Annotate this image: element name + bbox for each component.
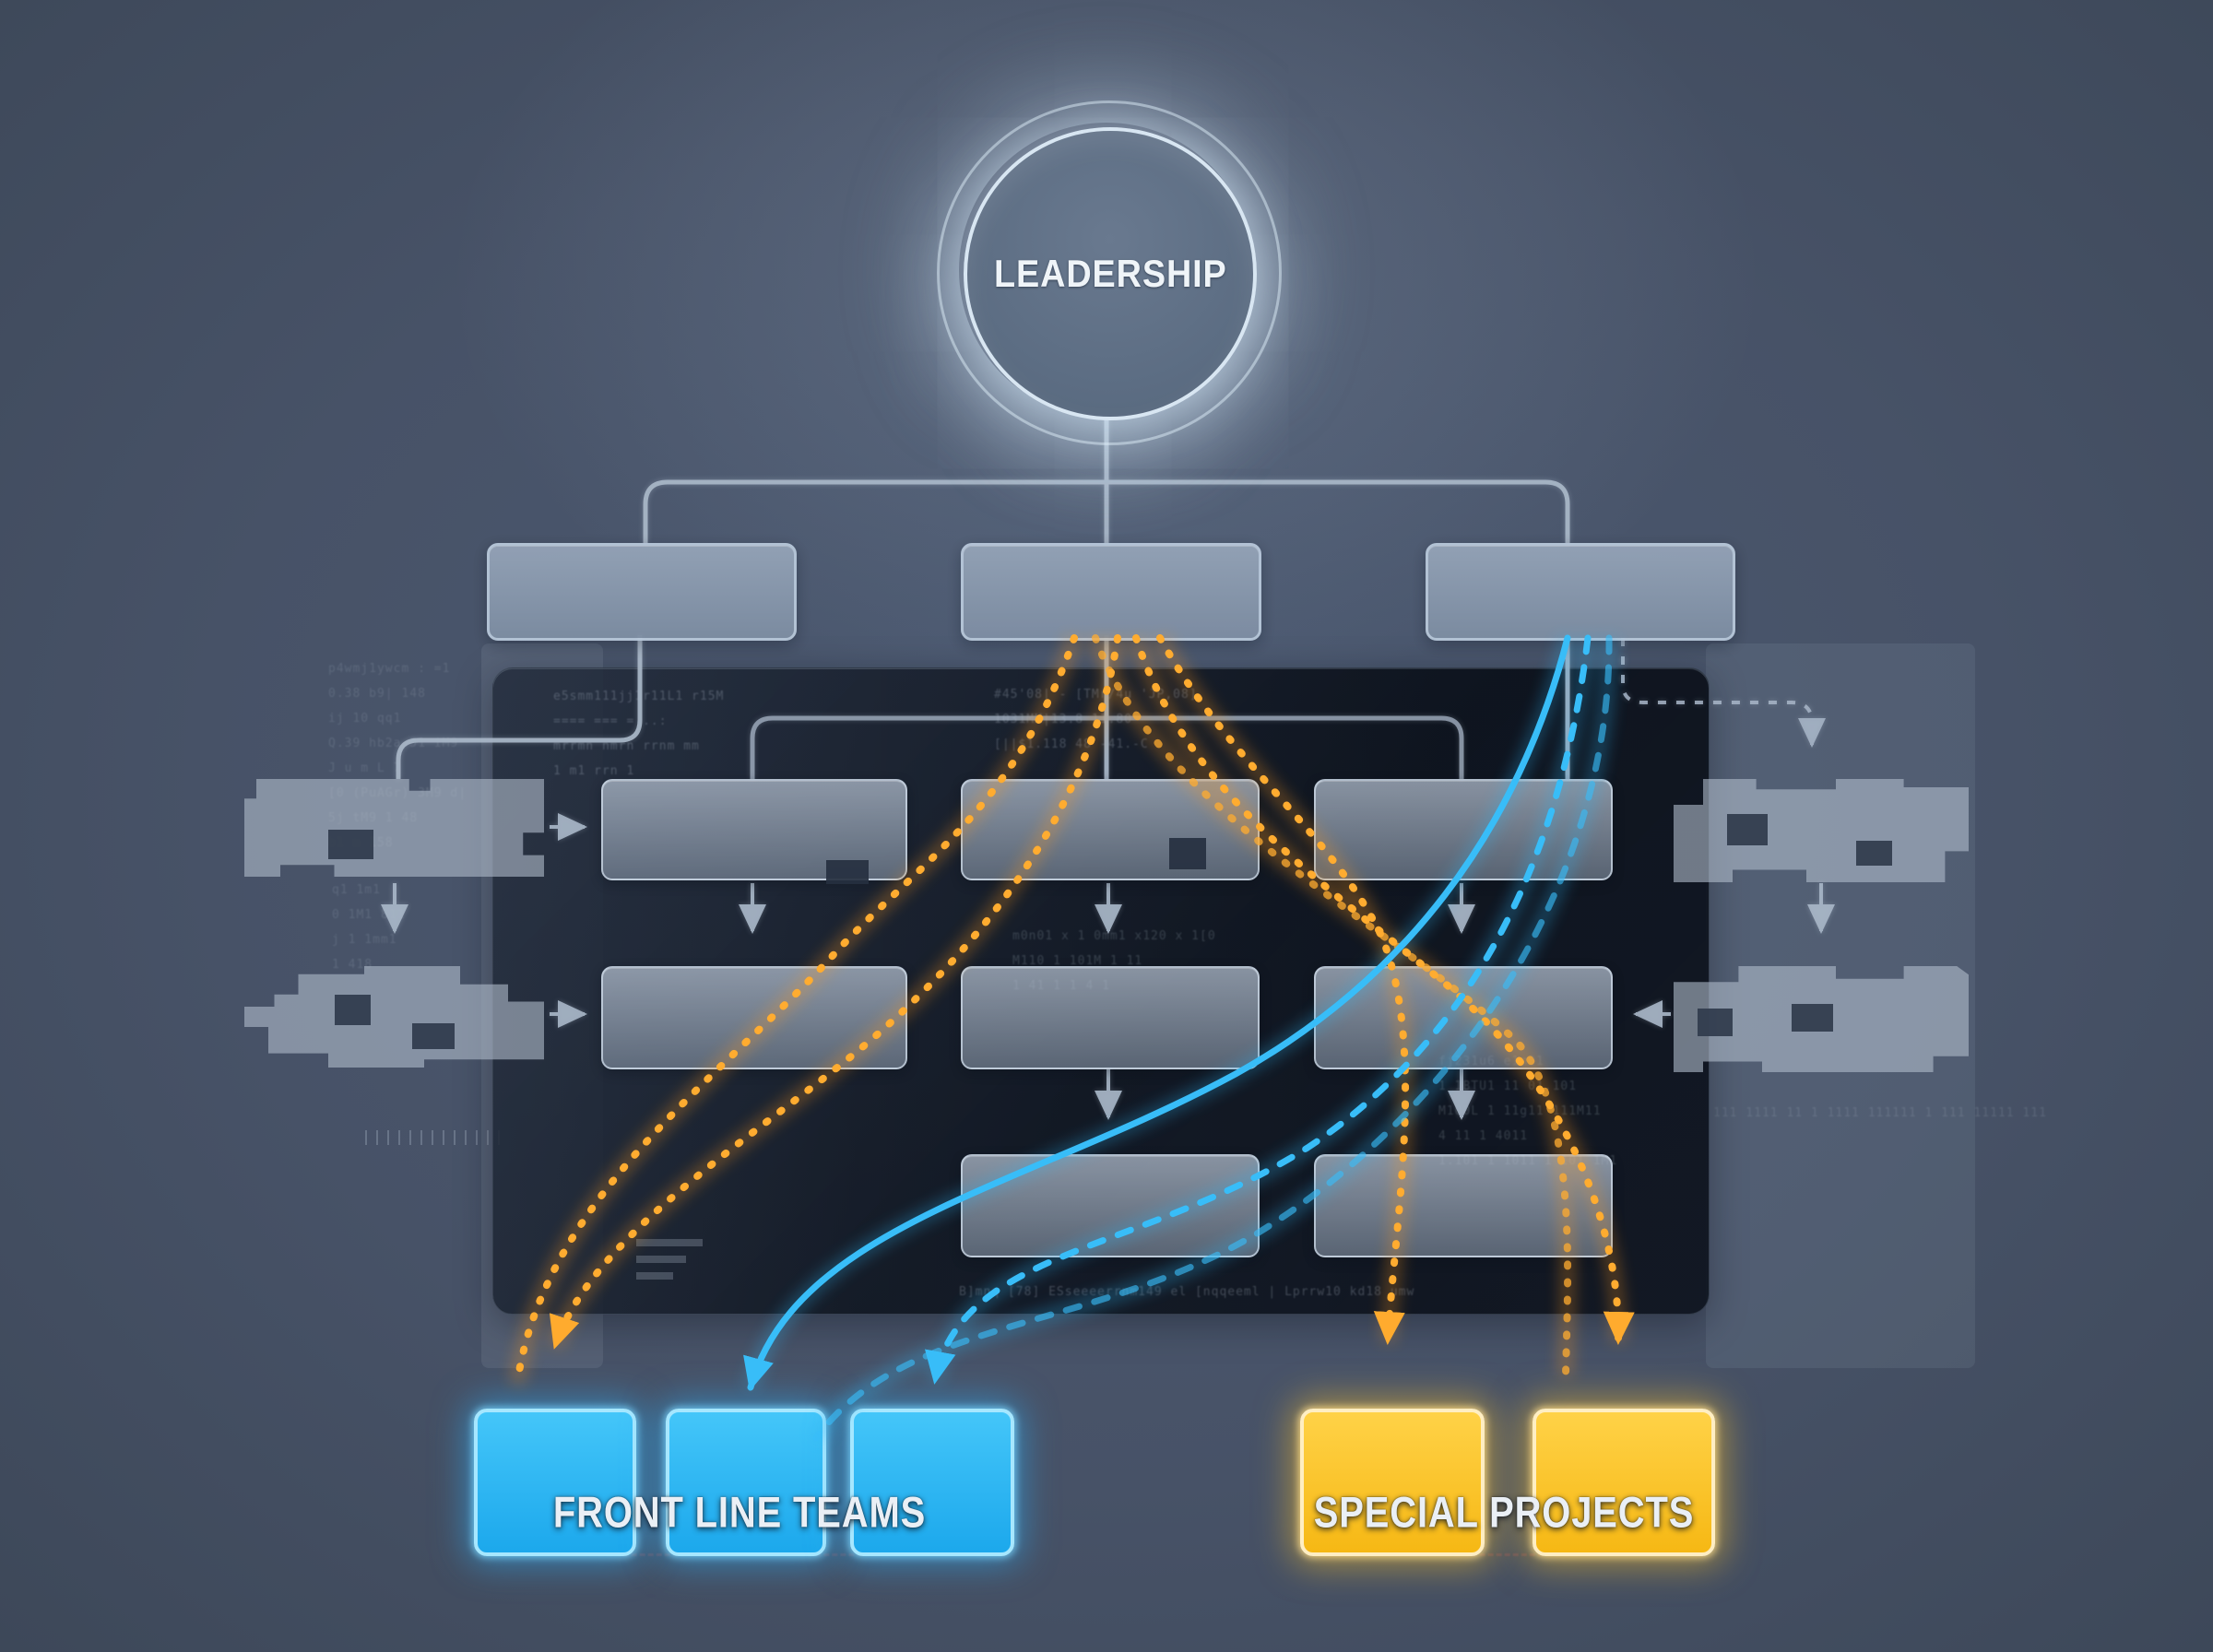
special-box-1 [1300,1409,1485,1556]
blue-flow-solid [743,634,1571,1391]
special-box-2 [1533,1409,1715,1556]
blue-flow-dash-1 [925,634,1592,1385]
orange-flow-2 [549,634,1121,1350]
grid-inner-bus [750,715,1464,779]
special-label: SPECIAL PROJECTS [1313,1487,1695,1537]
level2-node-center [961,543,1261,641]
orange-flow-1 [514,634,1078,1386]
frontline-box-3 [850,1409,1014,1556]
grid-node-r1-c0 [244,779,544,877]
grid-node-r2-c2 [961,966,1260,1069]
dashed-elbow-connector [1621,638,1826,748]
grid-node-r2-c4 [1674,966,1969,1072]
frontline-box-1 [474,1409,636,1556]
frontline-label: FRONT LINE TEAMS [552,1487,927,1537]
background-code-texture: 111 1111 11 1 1111 111111 1 111 11111 11… [1713,1106,2047,1120]
left-elbow-connector [396,635,643,779]
blue-flow-dash-2 [812,634,1613,1442]
level2-node-left [487,543,797,641]
panel-mini-bars [636,1239,719,1289]
leadership-node: LEADERSHIP [964,127,1257,420]
grid-node-r1-c1 [601,779,907,884]
leadership-outer-ring [937,100,1282,445]
level2-node-right [1426,543,1735,641]
panel-code-texture: m0n01 x 1 0mm1 x120 x 1[0 M110 1 101M 1 … [1012,929,1216,993]
background-tick-marks [365,1130,503,1145]
orange-flow-5 [1092,634,1572,1379]
leadership-label: LEADERSHIP [993,252,1227,295]
frontline-box-2 [666,1409,826,1556]
grid-node-r1-c4 [1674,779,1969,882]
orange-flow-4 [1132,634,1635,1345]
panel-code-texture: e5smm111jj1r11L1 r15M ==== === = ..: mrr… [553,690,725,778]
